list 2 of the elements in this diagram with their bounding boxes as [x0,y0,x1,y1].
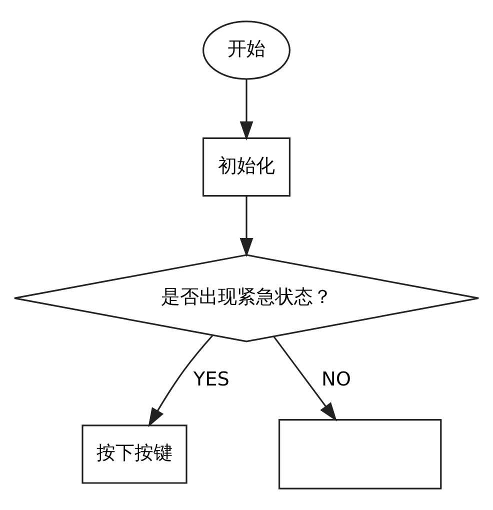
edge-label: NO [322,368,351,391]
edge-label: YES [193,368,230,391]
